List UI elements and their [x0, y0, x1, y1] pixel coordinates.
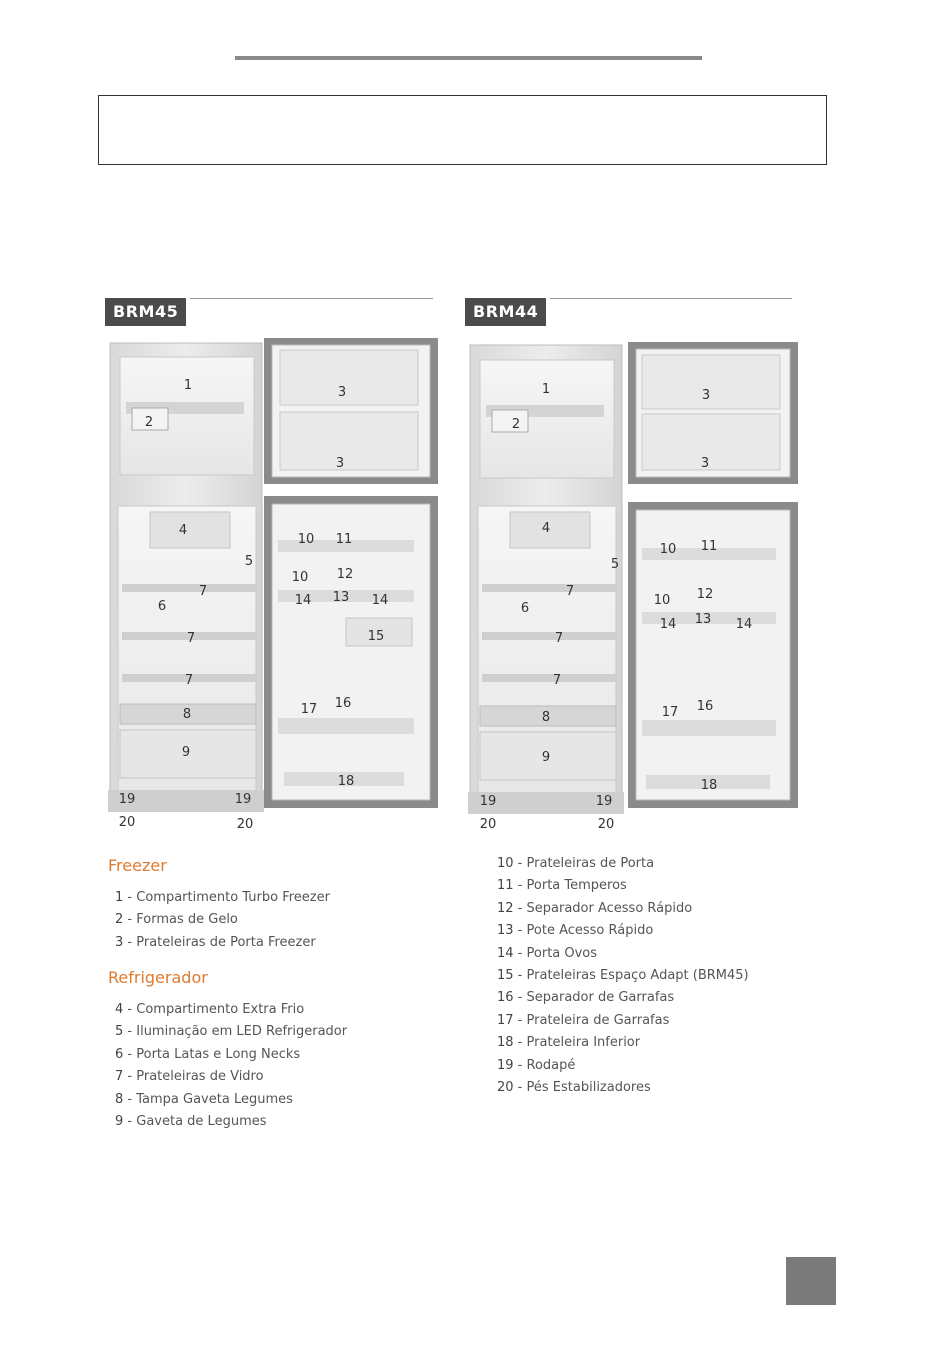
- callout-number: 13: [333, 590, 350, 605]
- callout-number: 3: [338, 385, 346, 400]
- callout-number: 2: [145, 415, 153, 430]
- list-item: 11 - Porta Temperos: [497, 878, 627, 894]
- callout-number: 10: [298, 532, 315, 547]
- callout-number: 20: [119, 815, 136, 830]
- callout-number: 3: [702, 388, 710, 403]
- callout-number: 11: [336, 532, 353, 547]
- callout-number: 5: [611, 557, 619, 572]
- section-title-freezer: Freezer: [108, 856, 167, 875]
- callout-number: 18: [338, 774, 355, 789]
- list-item: 12 - Separador Acesso Rápido: [497, 900, 693, 916]
- top-rule: [235, 56, 702, 60]
- callout-number: 10: [660, 542, 677, 557]
- callout-number: 19: [480, 794, 497, 809]
- freezer-list: 1 - Compartimento Turbo Freezer 2 - Form…: [115, 887, 330, 954]
- callout-number: 14: [736, 617, 753, 632]
- callout-number: 14: [295, 593, 312, 608]
- callout-number: 20: [480, 817, 497, 832]
- list-item: 5 - Iluminação em LED Refrigerador: [115, 1024, 348, 1040]
- callout-number: 14: [660, 617, 677, 632]
- callout-number: 12: [337, 567, 354, 582]
- callout-number: 17: [662, 705, 679, 720]
- callout-number: 1: [542, 382, 550, 397]
- callout-number: 14: [372, 593, 389, 608]
- list-item: 18 - Prateleira Inferior: [497, 1035, 641, 1051]
- callout-number: 15: [368, 629, 385, 644]
- callout-number: 6: [521, 601, 529, 616]
- title-box: [98, 95, 827, 165]
- callout-number: 8: [183, 707, 191, 722]
- callout-number: 18: [701, 778, 718, 793]
- callout-number: 5: [245, 554, 253, 569]
- list-item: 9 - Gaveta de Legumes: [115, 1113, 267, 1129]
- list-item: 3 - Prateleiras de Porta Freezer: [115, 934, 316, 950]
- list-item: 16 - Separador de Garrafas: [497, 990, 675, 1006]
- list-item: 1 - Compartimento Turbo Freezer: [115, 890, 330, 905]
- callout-number: 17: [301, 702, 318, 717]
- model-header-brm45: BRM45: [105, 298, 433, 326]
- callout-number: 20: [237, 817, 254, 832]
- list-item: 14 - Porta Ovos: [497, 945, 598, 961]
- callout-number: 19: [596, 794, 613, 809]
- callout-number: 6: [158, 599, 166, 614]
- callout-number: 7: [187, 631, 195, 646]
- callout-number: 2: [512, 417, 520, 432]
- callout-number: 7: [553, 673, 561, 688]
- list-item: 17 - Prateleira de Garrafas: [497, 1012, 670, 1028]
- list-item: 7 - Prateleiras de Vidro: [115, 1069, 264, 1085]
- callout-number: 13: [695, 612, 712, 627]
- model-header-brm44: BRM44: [465, 298, 792, 326]
- callout-number: 12: [697, 587, 714, 602]
- list-item: 6 - Porta Latas e Long Necks: [115, 1046, 301, 1062]
- callout-number: 7: [555, 631, 563, 646]
- callout-number: 16: [697, 699, 714, 714]
- callout-number: 9: [542, 750, 550, 765]
- callout-number: 4: [179, 523, 187, 538]
- callout-number: 11: [701, 539, 718, 554]
- callout-number: 8: [542, 710, 550, 725]
- callout-number: 3: [701, 456, 709, 471]
- list-item: 20 - Pés Estabilizadores: [497, 1079, 651, 1095]
- list-item: 15 - Prateleiras Espaço Adapt (BRM45): [497, 967, 749, 983]
- callout-number: 7: [566, 584, 574, 599]
- header-rule: [190, 298, 433, 299]
- section-title-refrigerador: Refrigerador: [108, 968, 208, 987]
- refrigerador-list: 4 - Compartimento Extra Frio 5 - Ilumina…: [115, 999, 347, 1133]
- callout-number: 10: [654, 593, 671, 608]
- model-badge: BRM44: [465, 298, 547, 326]
- callout-number: 7: [199, 584, 207, 599]
- callout-number: 3: [336, 456, 344, 471]
- callout-number: 19: [119, 792, 136, 807]
- list-item: 2 - Formas de Gelo: [115, 912, 238, 928]
- callout-number: 19: [235, 792, 252, 807]
- callout-number: 10: [292, 570, 309, 585]
- callout-number: 7: [185, 673, 193, 688]
- list-item: 8 - Tampa Gaveta Legumes: [115, 1091, 293, 1107]
- callout-number: 1: [184, 378, 192, 393]
- header-rule: [550, 298, 792, 299]
- list-item: 10 - Prateleiras de Porta: [497, 856, 655, 871]
- model-badge: BRM45: [105, 298, 187, 326]
- callout-number: 16: [335, 696, 352, 711]
- list-item: 13 - Pote Acesso Rápido: [497, 923, 654, 939]
- list-item: 4 - Compartimento Extra Frio: [115, 1002, 305, 1017]
- callout-number: 9: [182, 745, 190, 760]
- callout-number: 4: [542, 521, 550, 536]
- callout-number: 20: [598, 817, 615, 832]
- list-item: 19 - Rodapé: [497, 1057, 576, 1073]
- door-parts-list: 10 - Prateleiras de Porta 11 - Porta Tem…: [497, 853, 749, 1099]
- page-tab: [786, 1257, 836, 1305]
